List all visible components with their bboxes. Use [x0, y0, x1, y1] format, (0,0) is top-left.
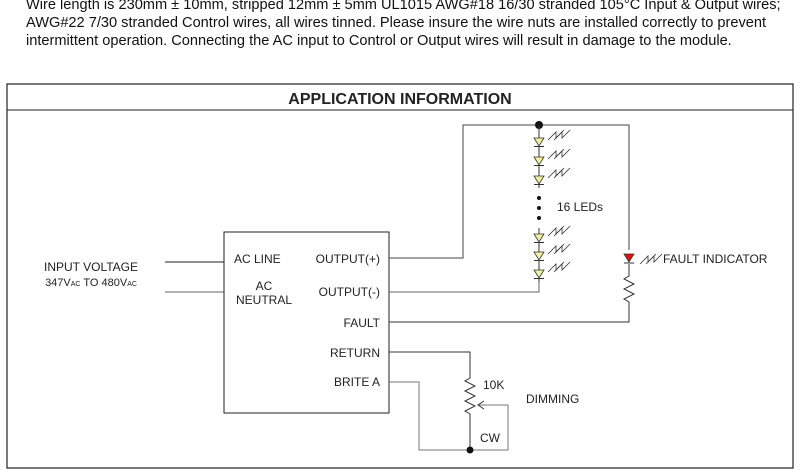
pot-value-label: 10K [483, 378, 504, 392]
fault-led-icon [623, 253, 663, 265]
output-plus-label: OUTPUT(+) [316, 252, 380, 266]
led-driver-module [223, 231, 390, 414]
wiper-arrow-icon [477, 400, 485, 410]
section-title: APPLICATION INFORMATION [288, 91, 511, 108]
return-wire-potentiometer [389, 351, 477, 450]
diagram-frame [6, 83, 794, 469]
return-label: RETURN [330, 346, 380, 360]
output-minus-label: OUTPUT(-) [319, 285, 380, 299]
ac-label: AC [256, 279, 273, 293]
output-minus-wire [389, 280, 540, 293]
dimming-label: DIMMING [526, 392, 579, 406]
led-count-label: 16 LEDs [557, 200, 603, 214]
junction-dot [466, 446, 474, 454]
neutral-label: NEUTRAL [236, 293, 292, 307]
wiper-wire [470, 404, 509, 451]
fault-label: FAULT [344, 316, 381, 330]
ellipsis-dot [537, 216, 541, 220]
brite-a-wire [389, 381, 470, 451]
ellipsis-dot [537, 206, 541, 210]
input-voltage-label: INPUT VOLTAGE [44, 260, 138, 274]
fault-indicator-label: FAULT INDICATOR [663, 252, 768, 266]
ellipsis-dot [537, 196, 541, 200]
ac-line-label: AC LINE [234, 252, 281, 266]
output-plus-wire [389, 124, 630, 259]
input-voltage-range: 347VAC TO 480VAC [45, 277, 137, 289]
cw-label: CW [480, 431, 501, 445]
wiring-notes: Wire length is 230mm ± 10mm, stripped 12… [26, 0, 781, 49]
fault-resistor-wire [389, 264, 636, 323]
brite-a-label: BRITE A [334, 375, 380, 389]
